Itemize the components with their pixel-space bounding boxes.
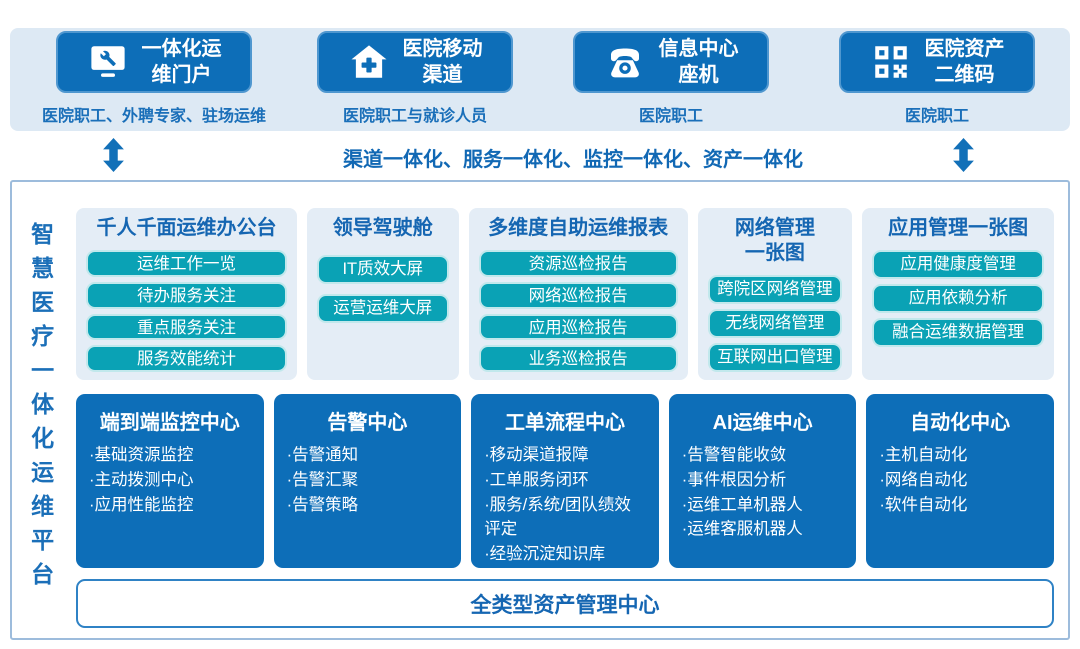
card-title: 多维度自助运维报表 bbox=[488, 217, 669, 239]
card-ops-workbench: 千人千面运维办公台 运维工作一览 待办服务关注 重点服务关注 服务效能统计 bbox=[76, 208, 298, 380]
center-e2e-monitoring: 端到端监控中心 ·基础资源监控 ·主动拨测中心 ·应用性能监控 bbox=[76, 394, 264, 568]
card-title: 应用管理一张图 bbox=[888, 217, 1029, 239]
telephone-icon bbox=[604, 41, 646, 83]
channel-band: 一体化运 维门户 医院职工、外聘专家、驻场运维 医院移动 渠道 医院职工与就诊人… bbox=[10, 28, 1070, 131]
pill-item: 网络巡检报告 bbox=[478, 281, 678, 309]
pill-item: 运维工作一览 bbox=[86, 250, 288, 277]
qr-code-icon bbox=[870, 41, 912, 83]
bullet-item: ·告警通知 bbox=[286, 446, 359, 464]
channel-asset-qrcode-box: 医院资产 二维码 bbox=[839, 31, 1035, 93]
pill-item: 服务效能统计 bbox=[86, 345, 288, 372]
platform-vertical-title: 智慧医疗一体化运维平台 bbox=[27, 222, 54, 596]
bullet-item: ·网络自动化 bbox=[879, 470, 968, 489]
channel-ops-portal: 一体化运 维门户 医院职工、外聘专家、驻场运维 bbox=[14, 31, 294, 126]
bullet-item: ·告警汇聚 bbox=[286, 470, 359, 489]
bullet-item: ·运维客服机器人 bbox=[681, 520, 803, 539]
pill-item: 资源巡检报告 bbox=[478, 250, 678, 277]
bullet-item: ·服务/系统/团队绩效评定 bbox=[484, 495, 631, 539]
asset-management-label: 全类型资产管理中心 bbox=[470, 593, 660, 617]
channel-caption: 医院职工 bbox=[638, 108, 703, 125]
pill-item: 应用依赖分析 bbox=[872, 284, 1044, 313]
pill-item: 应用健康度管理 bbox=[872, 250, 1044, 279]
pill-item: 待办服务关注 bbox=[86, 281, 288, 309]
center-bullets: ·基础资源监控 ·主动拨测中心 ·应用性能监控 bbox=[89, 443, 251, 517]
channel-title: 一体化运 维门户 bbox=[141, 38, 222, 86]
connector-row: 渠道一体化、服务一体化、监控一体化、资产一体化 bbox=[0, 136, 1080, 178]
center-title: 告警中心 bbox=[327, 412, 408, 434]
connector-label: 渠道一体化、服务一体化、监控一体化、资产一体化 bbox=[343, 149, 803, 171]
center-title: 端到端监控中心 bbox=[99, 412, 240, 434]
centers-row: 端到端监控中心 ·基础资源监控 ·主动拨测中心 ·应用性能监控 告警中心 ·告警… bbox=[76, 394, 1054, 568]
channel-caption: 医院职工、外聘专家、驻场运维 bbox=[41, 108, 266, 125]
bullet-item: ·告警智能收敛 bbox=[681, 446, 787, 464]
bullet-item: ·工单服务闭环 bbox=[484, 470, 589, 489]
center-alerting: 告警中心 ·告警通知 ·告警汇聚 ·告警策略 bbox=[273, 394, 462, 568]
bullet-item: ·主机自动化 bbox=[879, 446, 968, 464]
center-bullets: ·主机自动化 ·网络自动化 ·软件自动化 bbox=[879, 443, 1041, 517]
center-ai-ops: AI运维中心 ·告警智能收敛 ·事件根因分析 ·运维工单机器人 ·运维客服机器人 bbox=[668, 394, 857, 568]
bullet-item: ·软件自动化 bbox=[879, 495, 968, 514]
pill-item: 无线网络管理 bbox=[707, 309, 843, 338]
pill-item: 业务巡检报告 bbox=[478, 345, 678, 372]
channel-caption: 医院职工与就诊人员 bbox=[342, 108, 487, 125]
pill-item: 重点服务关注 bbox=[86, 313, 288, 341]
bullet-item: ·应用性能监控 bbox=[89, 495, 194, 514]
card-title: 千人千面运维办公台 bbox=[96, 217, 277, 239]
channel-title: 医院资产 二维码 bbox=[924, 38, 1005, 86]
center-bullets: ·移动渠道报障 ·工单服务闭环 ·服务/系统/团队绩效评定 ·经验沉淀知识库 bbox=[484, 443, 646, 567]
channel-info-center-phone-box: 信息中心 座机 bbox=[573, 31, 769, 93]
channel-title: 医院移动 渠道 bbox=[402, 38, 483, 86]
pill-item: 融合运维数据管理 bbox=[872, 318, 1044, 347]
center-automation: 自动化中心 ·主机自动化 ·网络自动化 ·软件自动化 bbox=[866, 394, 1054, 568]
bullet-item: ·告警策略 bbox=[286, 495, 359, 514]
pill-item: IT质效大屏 bbox=[317, 255, 449, 284]
pill-item: 运营运维大屏 bbox=[317, 294, 449, 323]
channel-caption: 医院职工 bbox=[904, 108, 969, 125]
card-title: 网络管理 一张图 bbox=[734, 217, 815, 264]
workbench-row: 千人千面运维办公台 运维工作一览 待办服务关注 重点服务关注 服务效能统计 领导… bbox=[76, 208, 1054, 380]
center-title: 工单流程中心 bbox=[504, 412, 625, 434]
bullet-item: ·运维工单机器人 bbox=[681, 495, 803, 514]
platform-content: 千人千面运维办公台 运维工作一览 待办服务关注 重点服务关注 服务效能统计 领导… bbox=[76, 208, 1054, 628]
card-network-map: 网络管理 一张图 跨院区网络管理 无线网络管理 互联网出口管理 bbox=[697, 208, 853, 380]
up-down-arrow-icon bbox=[953, 138, 974, 172]
pill-item: 应用巡检报告 bbox=[478, 313, 678, 341]
channel-hospital-mobile-box: 医院移动 渠道 bbox=[317, 31, 513, 93]
bullet-item: ·移动渠道报障 bbox=[484, 446, 589, 464]
channel-info-center-phone: 信息中心 座机 医院职工 bbox=[566, 31, 776, 126]
card-leader-cockpit: 领导驾驶舱 IT质效大屏 运营运维大屏 bbox=[307, 208, 459, 380]
bullet-item: ·事件根因分析 bbox=[681, 470, 787, 489]
card-title: 领导驾驶舱 bbox=[332, 217, 433, 239]
channel-ops-portal-box: 一体化运 维门户 bbox=[56, 31, 252, 93]
bullet-item: ·经验沉淀知识库 bbox=[484, 545, 606, 563]
channel-asset-qrcode: 医院资产 二维码 医院职工 bbox=[832, 31, 1042, 126]
asset-management-bar: 全类型资产管理中心 bbox=[76, 579, 1054, 628]
up-down-arrow-icon bbox=[103, 138, 124, 172]
card-self-service-reports: 多维度自助运维报表 资源巡检报告 网络巡检报告 应用巡检报告 业务巡检报告 bbox=[468, 208, 688, 380]
platform-panel: 智慧医疗一体化运维平台 千人千面运维办公台 运维工作一览 待办服务关注 重点服务… bbox=[10, 180, 1070, 640]
card-app-map: 应用管理一张图 应用健康度管理 应用依赖分析 融合运维数据管理 bbox=[862, 208, 1054, 380]
pill-item: 互联网出口管理 bbox=[707, 343, 843, 372]
center-ticket-workflow: 工单流程中心 ·移动渠道报障 ·工单服务闭环 ·服务/系统/团队绩效评定 ·经验… bbox=[471, 394, 659, 568]
bullet-item: ·主动拨测中心 bbox=[89, 470, 194, 489]
center-bullets: ·告警通知 ·告警汇聚 ·告警策略 bbox=[287, 443, 449, 517]
center-bullets: ·告警智能收敛 ·事件根因分析 ·运维工单机器人 ·运维客服机器人 bbox=[682, 443, 844, 542]
monitor-wrench-icon bbox=[87, 41, 129, 83]
bullet-item: ·基础资源监控 bbox=[89, 446, 194, 464]
center-title: AI运维中心 bbox=[712, 412, 813, 434]
pill-item: 跨院区网络管理 bbox=[707, 275, 843, 304]
center-title: 自动化中心 bbox=[910, 412, 1011, 434]
channel-title: 信息中心 座机 bbox=[658, 38, 739, 86]
channel-hospital-mobile: 医院移动 渠道 医院职工与就诊人员 bbox=[309, 31, 521, 126]
hospital-mobile-icon bbox=[348, 41, 390, 83]
